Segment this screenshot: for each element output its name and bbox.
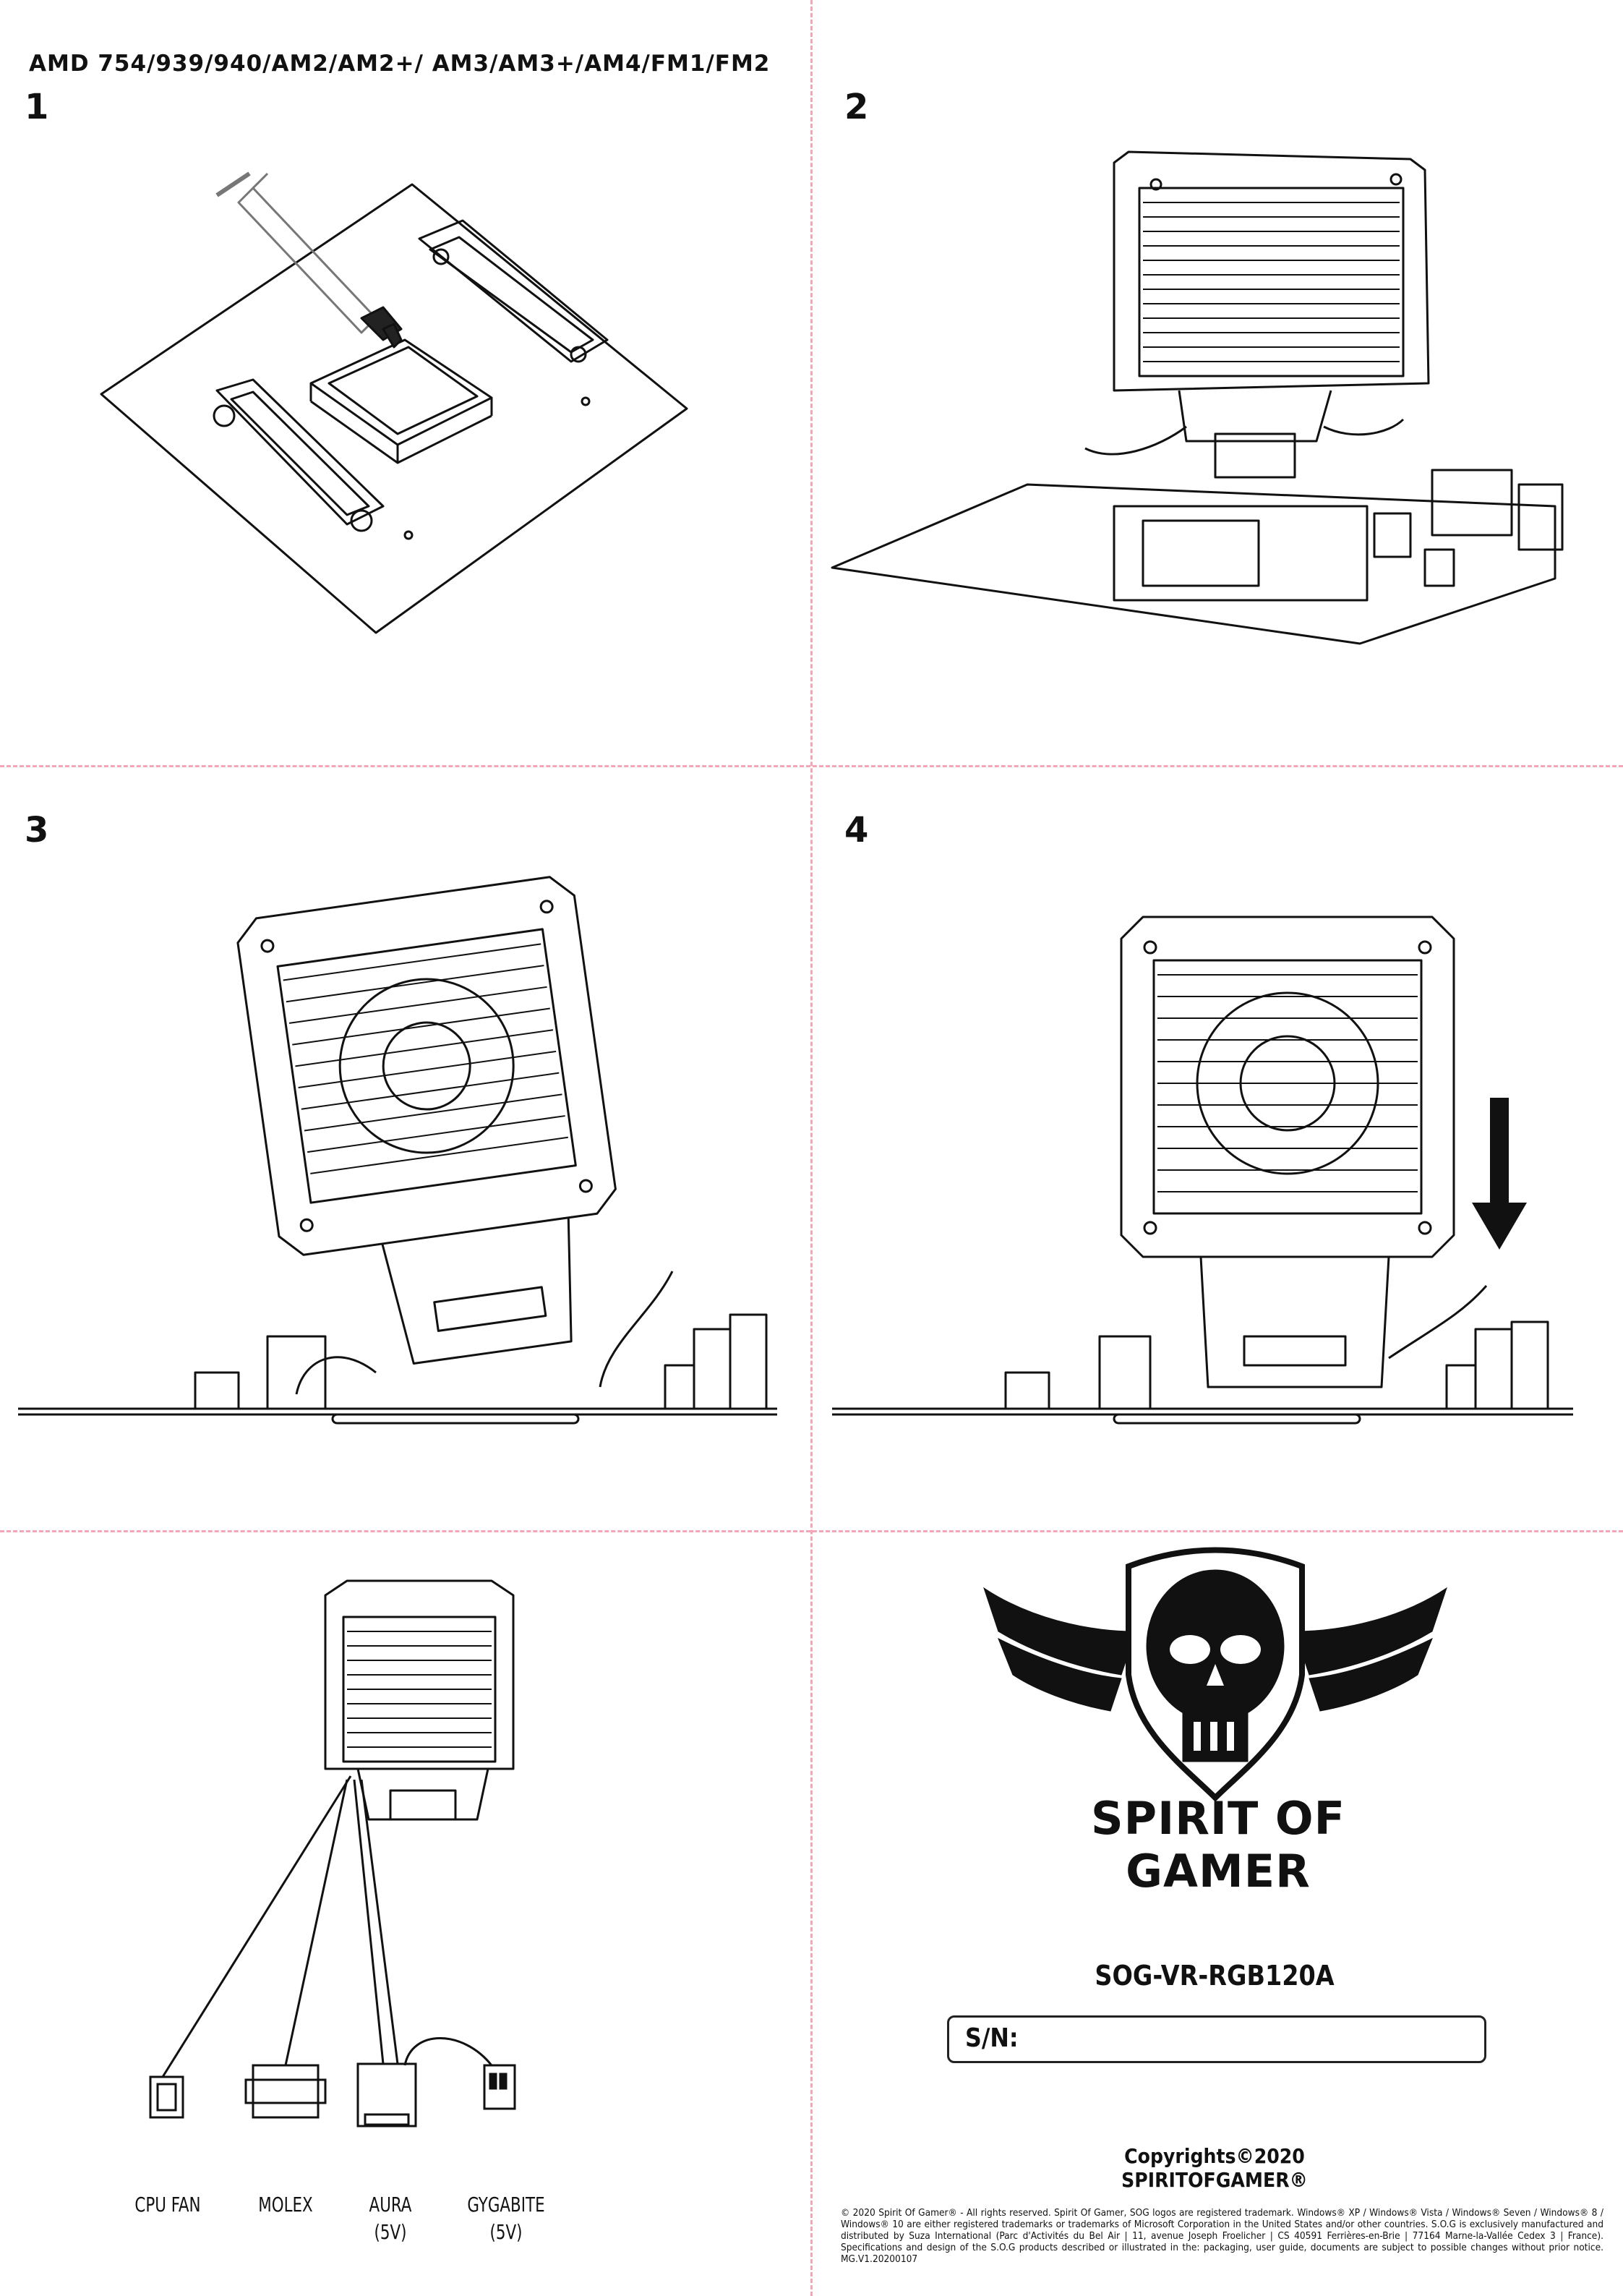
connector-label-cpu-fan: CPU FAN	[134, 2193, 201, 2216]
step-number-4: 4	[844, 810, 869, 850]
cooler-tilted-install-illustration	[18, 876, 777, 1425]
serial-number-label: S/N:	[965, 2023, 1019, 2053]
horizontal-cut-line-2	[0, 1530, 1623, 1532]
connector-label-gygabite: GYGABITE(5V)	[467, 2193, 545, 2244]
step-number-2: 2	[844, 87, 869, 127]
connector-label-aura: AURA(5V)	[369, 2193, 412, 2244]
gygabite-connector-icon	[483, 2064, 516, 2110]
vertical-cut-line	[810, 0, 813, 2296]
model-number: SOG-VR-RGB120A	[1095, 1960, 1335, 1992]
down-arrow-icon	[1472, 1098, 1527, 1250]
spirit-of-gamer-logo	[983, 1547, 1447, 1802]
socket-compatibility-header: AMD 754/939/940/AM2/AM2+/ AM3/AM3+/AM4/F…	[29, 51, 771, 77]
brand-name: SPIRIT OF GAMER	[1091, 1792, 1345, 1898]
connector-icons	[149, 2062, 516, 2128]
cooler-press-down-illustration	[832, 916, 1573, 1425]
copyright-line: Copyrights©2020 SPIRITOFGAMER®	[1121, 2144, 1308, 2192]
legal-notice: © 2020 Spirit Of Gamer® - All rights res…	[841, 2207, 1603, 2265]
molex-connector-icon	[252, 2064, 320, 2119]
thermal-paste-illustration	[100, 171, 688, 634]
aura-connector-icon	[356, 2062, 417, 2128]
cooler-placement-illustration	[831, 150, 1564, 645]
cpu-fan-connector-icon	[149, 2075, 184, 2119]
horizontal-cut-line-1	[0, 765, 1623, 767]
step-number-1: 1	[25, 87, 49, 127]
cable-connection-illustration	[149, 1579, 516, 2128]
connector-label-molex: MOLEX	[258, 2193, 313, 2216]
step-number-3: 3	[25, 810, 49, 850]
serial-number-box: S/N:	[947, 2015, 1486, 2063]
